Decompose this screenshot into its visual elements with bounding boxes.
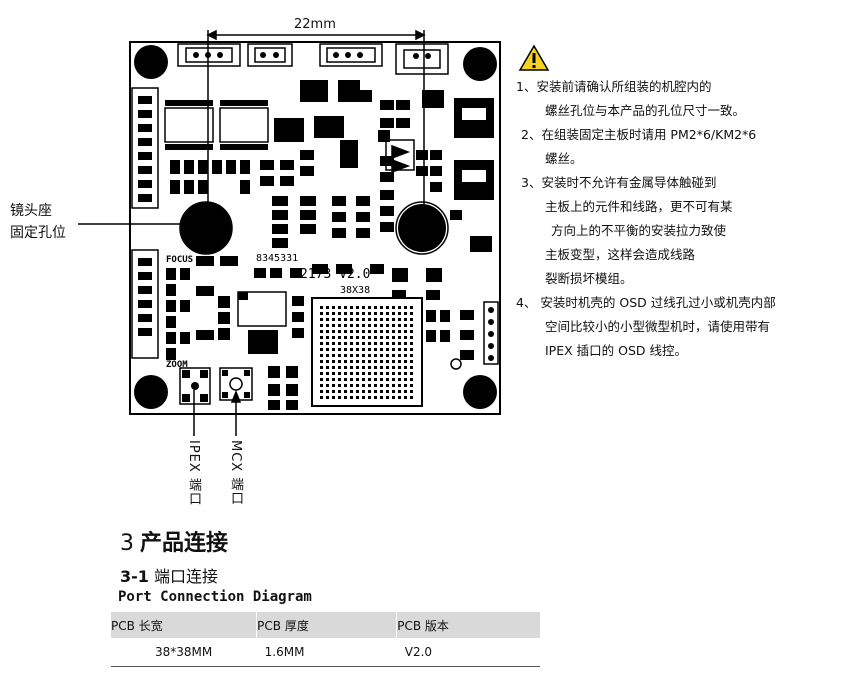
cell-pcb-thickness: 1.6MM [256,638,397,667]
section-number: 3 [120,531,134,556]
sub-section-title-text: 端口连接 [154,567,219,586]
note-line: 2、在组装固定主板时请用 PM2*6/KM2*6 [521,127,757,142]
mount-hole-label-line1: 镜头座 [10,203,52,219]
table-header-row: PCB 长宽 PCB 厚度 PCB 版本 [109,612,540,638]
header-pcb-size: PCB 长宽 [109,612,257,638]
top-connectors [177,43,449,75]
note-line: 主板上的元件和线路，更不可有某 [545,199,733,214]
dimension-line [206,29,426,228]
header-pcb-version: PCB 版本 [396,612,540,638]
note-line: 3、安装时不允许有金属导体触碰到 [521,175,717,190]
silk-model: 2173 V2.0 [300,267,370,282]
silk-size: 38X38 [340,285,370,296]
silk-focus: FOCUS [166,255,193,265]
note-line: IPEX 插口的 OSD 线控。 [545,343,688,358]
sub-section-number: 3-1 [120,567,149,586]
mount-hole-label: 镜头座 固定孔位 [10,200,66,244]
header-pcb-thickness: PCB 厚度 [256,612,397,638]
sub-section-title: 3-1 端口连接 [120,563,218,587]
dimension-label: 22mm [294,17,336,32]
note-line: 裂断损坏模组。 [545,271,633,286]
silk-zoom: ZOOM [166,360,188,370]
note-line: 1、安装前请确认所组装的机腔内的 [516,79,712,94]
section-title-text: 产品连接 [140,531,229,556]
note-line: 空间比较小的小型微型机时，请使用带有 [545,319,771,334]
smd-components [166,90,474,410]
bga-chip [311,297,423,407]
cell-pcb-version: V2.0 [396,638,540,667]
pcb-diagram: FOCUS ZOOM 8345331 2173 V2.0 38X38 [78,29,550,436]
corner-holes [134,45,497,409]
silk-part-number: 8345331 [256,253,298,264]
warning-triangle-icon [518,44,550,71]
mount-hole-label-line2: 固定孔位 [10,225,66,241]
note-line: 方向上的不平衡的安装拉力致使 [551,223,727,238]
note-line: 螺丝孔位与本产品的孔位尺寸一致。 [545,103,746,118]
lens-mount-holes [179,201,449,255]
sub-section-title-en: Port Connection Diagram [118,589,312,605]
mcx-port-label: MCX 端口 [228,440,243,506]
spec-table: PCB 长宽 PCB 厚度 PCB 版本 38*38MM 1.6MM V2.0 [109,612,540,667]
bga-balls [320,306,413,399]
cell-pcb-size: 38*38MM [110,638,257,667]
note-line: 4、 安装时机壳的 OSD 过线孔过小或机壳内部 [516,295,776,310]
note-line: 螺丝。 [545,151,583,166]
ipex-port-label: IPEX 端口 [186,440,201,506]
table-row: 38*38MM 1.6MM V2.0 [110,638,540,667]
note-line: 主板变型，这样会造成线路 [545,247,696,262]
